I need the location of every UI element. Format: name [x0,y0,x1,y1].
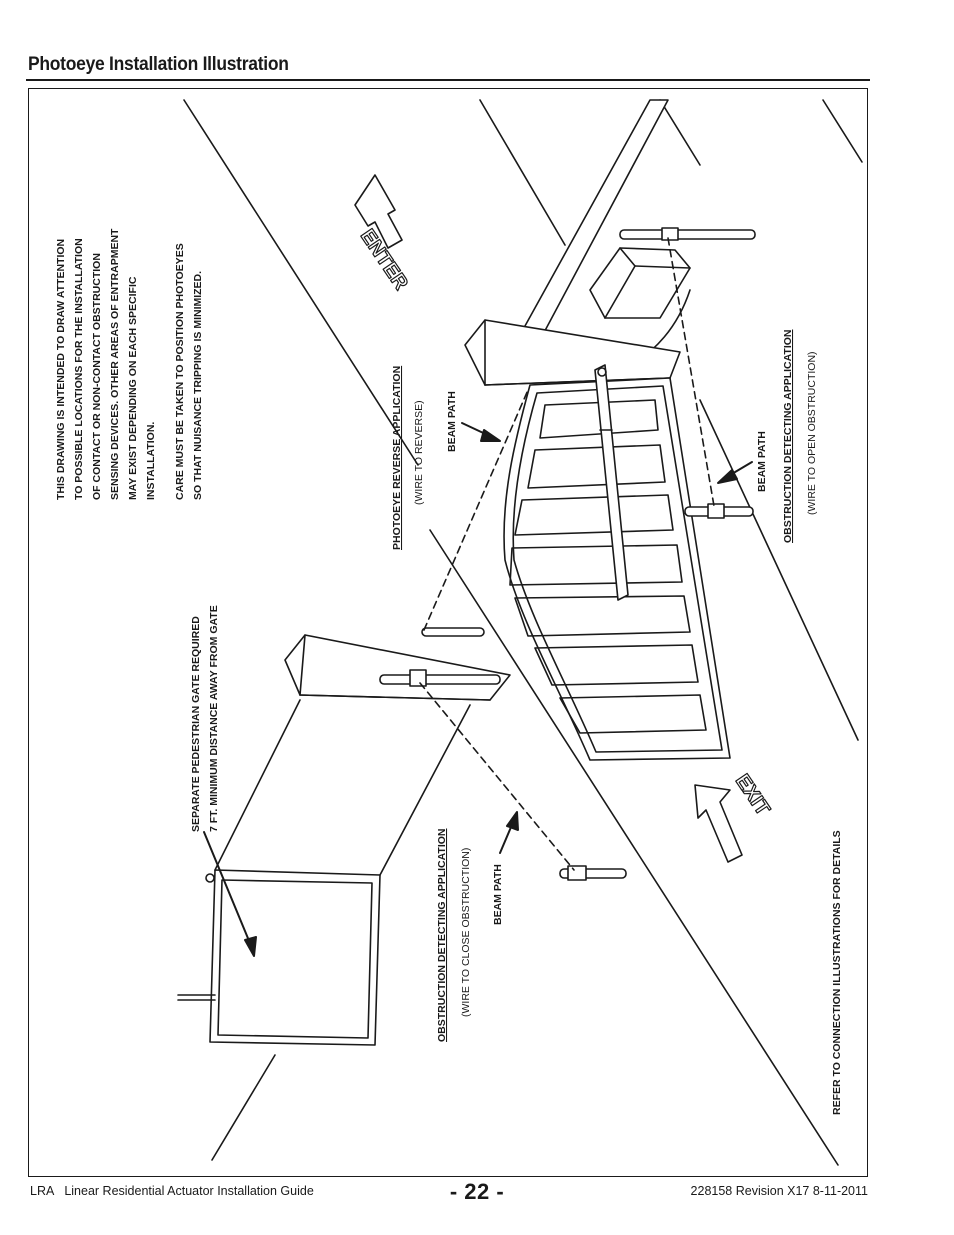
care-line-1: CARE MUST BE TAKEN TO POSITION PHOTOEYES [174,243,186,500]
operator-box [589,247,691,381]
note-line-4: SENSING DEVICES. OTHER AREAS OF ENTRAPME… [109,228,121,500]
care-line-2: SO THAT NUISANCE TRIPPING IS MINIMIZED. [192,271,204,500]
enter-label: ENTER [356,225,412,294]
left-pillar [284,634,511,701]
footer-guide-title: Linear Residential Actuator Installation… [64,1184,314,1198]
photoeye-sensors [379,227,756,881]
open-title: OBSTRUCTION DETECTING APPLICATION [782,330,794,544]
footer-left: LRA Linear Residential Actuator Installat… [30,1184,324,1198]
photoeye-mid-right [684,503,754,519]
beam-path-label-3: BEAM PATH [492,864,504,925]
page-number: - 22 - [449,1179,505,1204]
linear-actuator [594,364,629,601]
beam-path-label-1: BEAM PATH [446,391,458,452]
photoeye-top-right [619,227,756,241]
note-line-6: INSTALLATION. [145,422,157,500]
pedestrian-line-2: 7 FT. MINIMUM DISTANCE AWAY FROM GATE [208,605,220,832]
pedestrian-gate [177,699,471,1046]
diagram-labels: THIS DRAWING IS INTENDED TO DRAW ATTENTI… [55,228,843,1115]
photoeye-close [379,669,501,687]
title-rule [26,79,870,81]
driveway-lines [183,99,863,1166]
pointer-arrows [203,422,753,957]
hinge-pillar [464,319,681,386]
reverse-title: PHOTOEYE REVERSE APPLICATION [391,366,403,550]
note-line-5: MAY EXIST DEPENDING ON EACH SPECIFIC [127,276,139,500]
photoeye-bottom [559,865,627,881]
exit-label: EXIT [731,770,774,819]
beam-path-label-2: BEAM PATH [756,431,768,492]
exit-arrow-icon: EXIT [694,770,775,863]
reverse-subtitle: (WIRE TO REVERSE) [413,400,425,505]
note-line-1: THIS DRAWING IS INTENDED TO DRAW ATTENTI… [55,239,67,500]
footer-revision: 228158 Revision X17 8-11-2011 [690,1184,868,1198]
enter-arrow-icon: ENTER [354,174,413,295]
pedestrian-line-1: SEPARATE PEDESTRIAN GATE REQUIRED [190,616,202,832]
open-subtitle: (WIRE TO OPEN OBSTRUCTION) [806,351,818,515]
refer-note: REFER TO CONNECTION ILLUSTRATIONS FOR DE… [831,830,843,1115]
photoeye-reverse [421,627,485,637]
illustration-frame [28,88,868,1177]
footer-model: LRA [30,1184,55,1198]
beam-paths [419,237,715,871]
note-line-3: OF CONTACT OR NON-CONTACT OBSTRUCTION [91,253,103,500]
page-title: Photoeye Installation Illustration [28,54,289,75]
close-subtitle: (WIRE TO CLOSE OBSTRUCTION) [460,848,472,1017]
close-title: OBSTRUCTION DETECTING APPLICATION [436,829,448,1043]
note-line-2: TO POSSIBLE LOCATIONS FOR THE INSTALLATI… [73,238,85,500]
